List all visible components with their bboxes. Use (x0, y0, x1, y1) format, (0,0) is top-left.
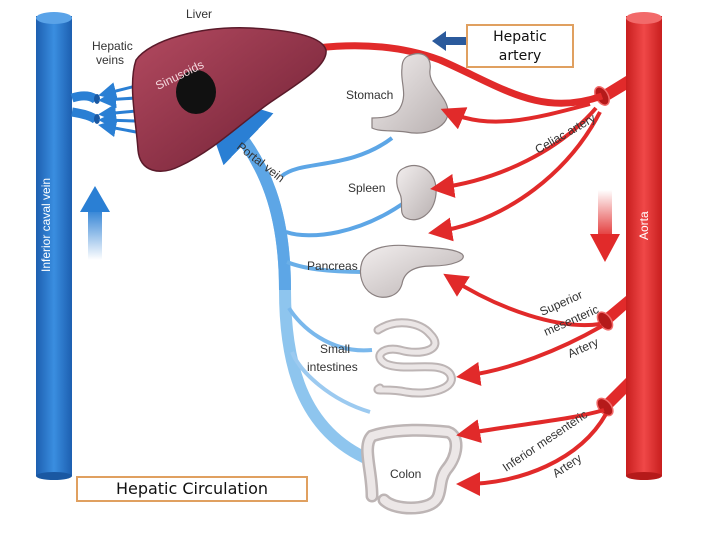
colic-vein (290, 351, 371, 414)
pancreaticoduodenal-artery (443, 273, 601, 327)
label-small-intestines-line2: intestines (307, 360, 358, 374)
gastric-artery (440, 102, 591, 130)
hepatic-circulation-caption: Hepatic Circulation (76, 476, 308, 502)
hepatic-artery-callout-line2: artery (498, 48, 542, 64)
label-aorta: Aorta (637, 211, 651, 240)
aorta (594, 12, 662, 480)
aorta-down-arrow (590, 190, 620, 262)
mesenteric-vein (287, 306, 373, 353)
stomach-vein (280, 136, 394, 178)
hepatic-artery-callout-line1: Hepatic (493, 29, 547, 45)
hepatic-circulation-caption-text: Hepatic Circulation (115, 479, 269, 498)
label-colon: Colon (390, 467, 421, 481)
stomach (371, 53, 449, 134)
label-spleen: Spleen (348, 181, 385, 195)
hepatic-artery-pointer-arrow (432, 31, 468, 51)
label-stomach: Stomach (346, 88, 393, 102)
splenic-artery (430, 106, 598, 198)
sigmoid-artery (456, 413, 608, 496)
label-liver: Liver (186, 7, 212, 21)
pancreatic-artery (428, 111, 602, 242)
label-inferior-caval-vein: Inferior caval vein (39, 178, 53, 272)
liver (131, 27, 327, 172)
ivc-up-arrow (80, 186, 110, 260)
intestinal-artery (456, 324, 603, 386)
label-hepatic-veins-line1: Hepatic (92, 39, 133, 53)
label-hepatic-veins-line2: veins (96, 53, 124, 67)
label-pancreas: Pancreas (307, 259, 358, 273)
label-small-intestines-line1: Small (320, 342, 350, 356)
sinusoid-hole (176, 70, 216, 114)
small-intestines (373, 318, 456, 398)
inferior-caval-vein (36, 12, 100, 480)
pancreas (359, 244, 464, 298)
splenic-vein (285, 198, 410, 238)
hepatic-artery-callout: Hepatic artery (466, 24, 574, 68)
arterial-branches (428, 102, 608, 496)
colon (361, 423, 463, 515)
colic-artery (456, 408, 605, 444)
